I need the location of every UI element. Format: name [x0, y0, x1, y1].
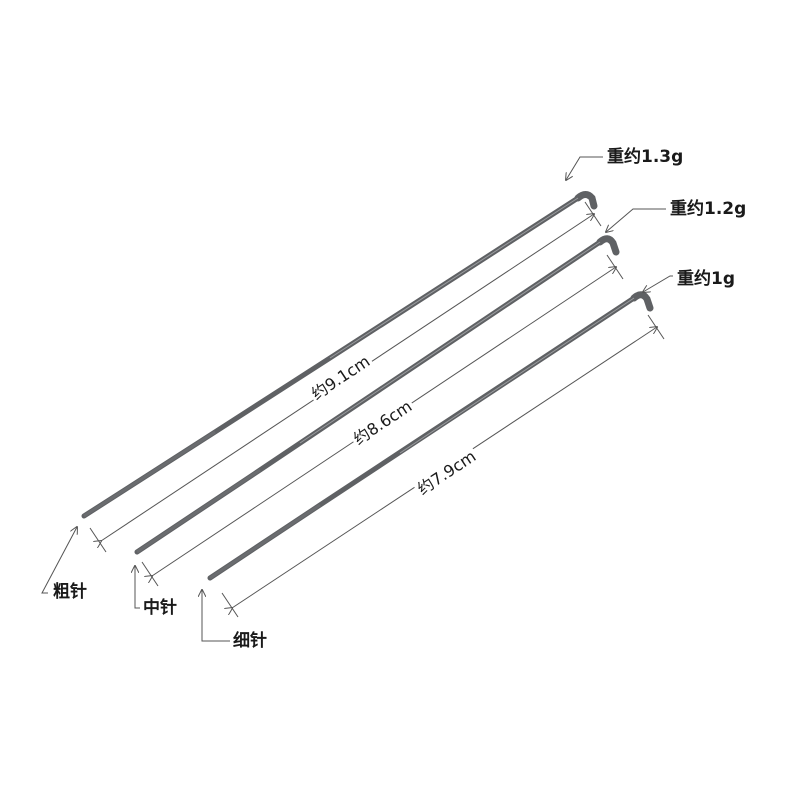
- weight-leader-thick: [566, 156, 603, 180]
- weight-label-thick: 重约1.3g: [607, 147, 684, 167]
- needle-medium: [134, 235, 620, 555]
- name-leader-thin: [202, 590, 230, 642]
- weight-label-medium: 重约1.2g: [670, 199, 747, 219]
- name-leader-thick: [41, 527, 77, 594]
- weight-label-thin: 重约1g: [677, 269, 735, 289]
- needle-name-medium: 中针: [143, 598, 177, 618]
- needle-thick: [81, 191, 598, 519]
- weight-leader-medium: [606, 208, 666, 232]
- needle-name-thick: 粗针: [53, 582, 87, 602]
- needle-name-thin: 细针: [233, 631, 267, 651]
- weight-leader-thin: [643, 275, 673, 292]
- name-leader-medium: [135, 566, 140, 609]
- needle-thin: [207, 291, 654, 581]
